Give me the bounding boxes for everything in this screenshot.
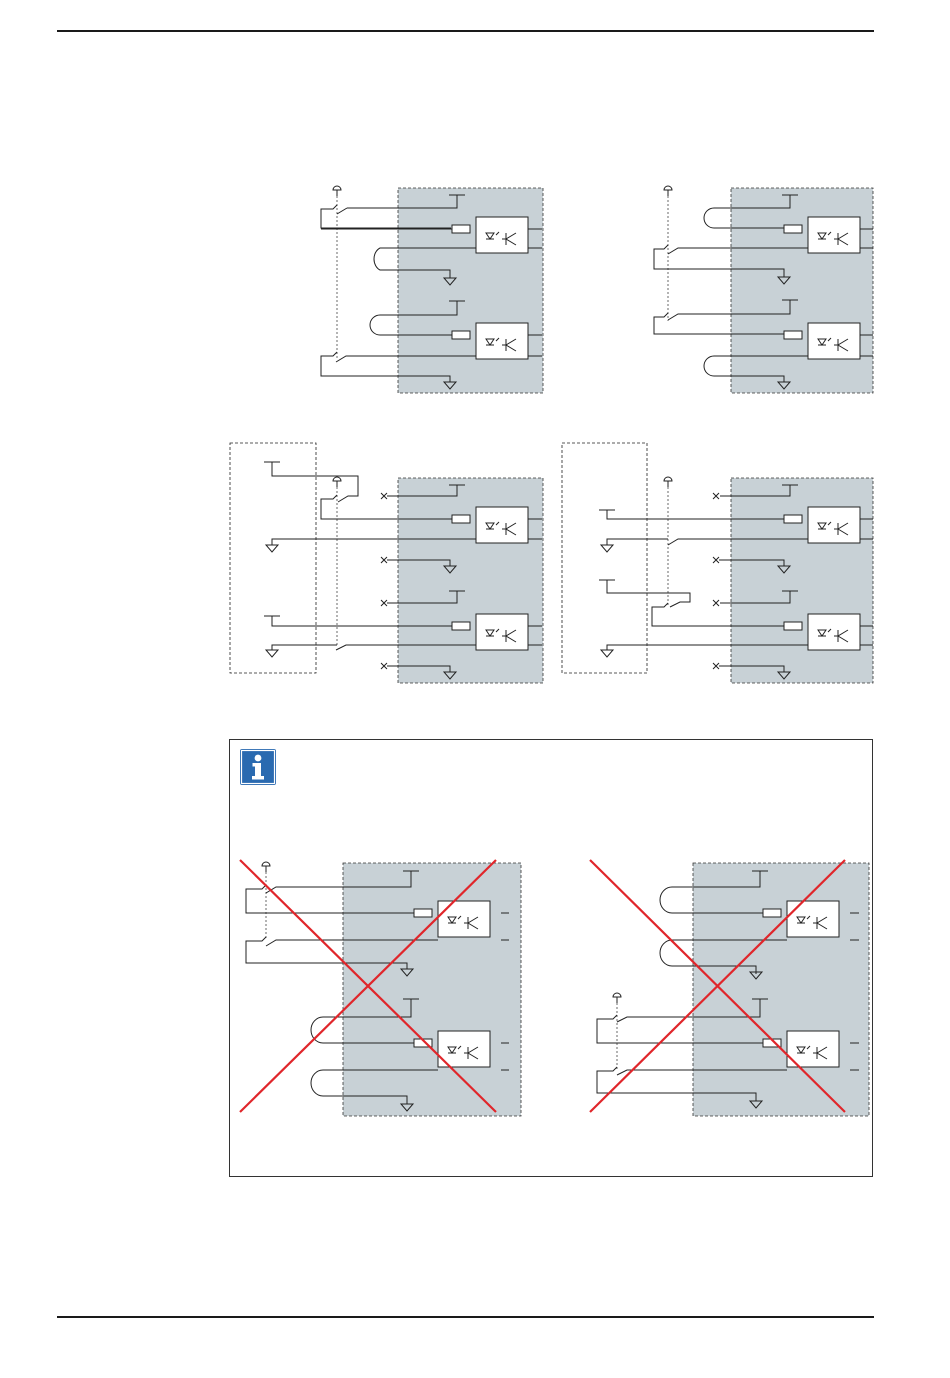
emergency-stop-wiring-b <box>654 186 873 393</box>
info-icon <box>240 749 276 785</box>
emergency-stop-wiring-a <box>321 186 543 393</box>
external-supply-wiring-b <box>562 443 873 683</box>
note-box <box>229 739 873 1177</box>
external-supply-wiring-a <box>230 443 543 683</box>
